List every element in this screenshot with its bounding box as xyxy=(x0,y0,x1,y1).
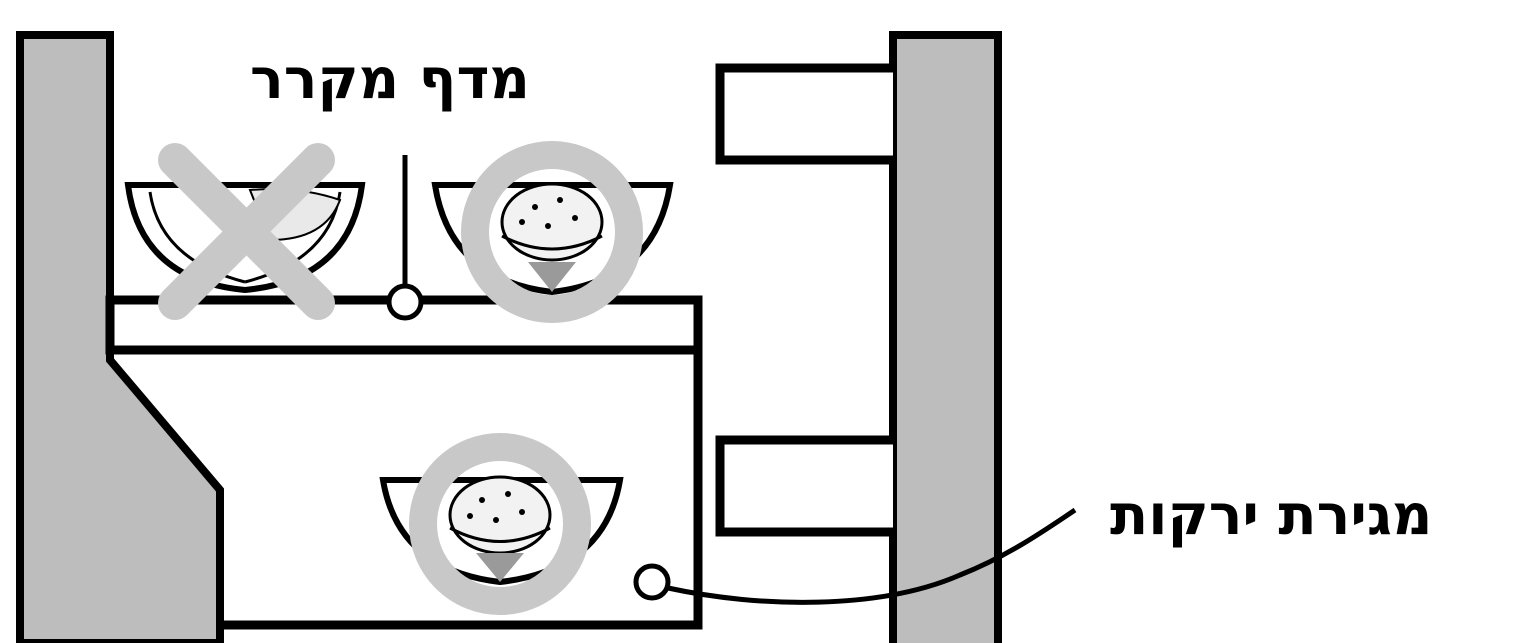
door-rack-upper xyxy=(715,63,893,165)
crisper-drawer xyxy=(110,345,703,630)
door-panel xyxy=(889,31,1002,643)
drawer-callout-line xyxy=(667,507,1077,605)
shelf-label: מדף מקרר xyxy=(250,47,530,112)
door-rack-lower xyxy=(715,435,893,537)
drawer-callout-dot xyxy=(633,563,671,601)
correct-circle-icon xyxy=(461,141,643,323)
incorrect-x-icon xyxy=(158,143,335,320)
correct-circle-icon xyxy=(409,433,591,615)
left-wall xyxy=(16,31,224,643)
shelf-callout-dot xyxy=(386,283,424,321)
crisper-drawer-label: מגירת ירקות xyxy=(1110,483,1433,548)
